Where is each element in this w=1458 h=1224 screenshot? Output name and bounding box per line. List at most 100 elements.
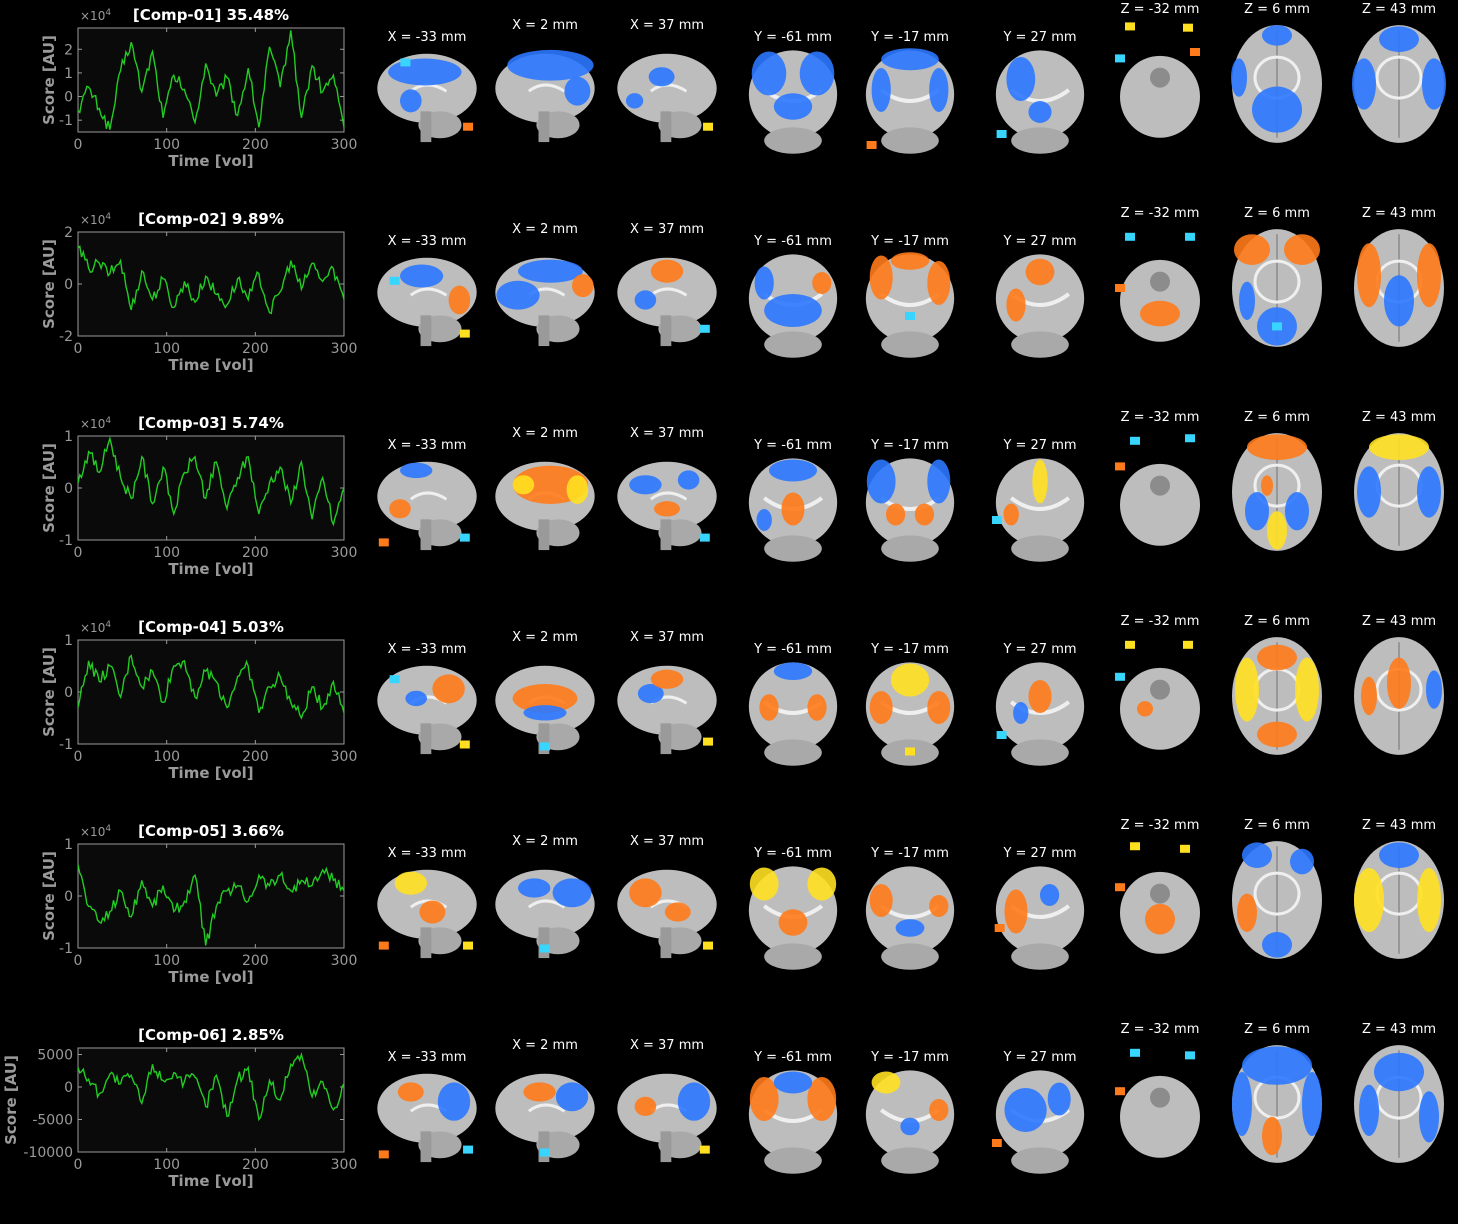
- negative-activation: [1384, 275, 1414, 327]
- negative-activation: [699, 533, 710, 542]
- brain-slice-1: X = -33 mm: [372, 1020, 482, 1224]
- slice-coordinate-label: X = 2 mm: [512, 426, 578, 441]
- cerebellum: [1011, 127, 1069, 154]
- negative-activation: [1047, 1082, 1071, 1116]
- x-tick-label: 0: [74, 953, 83, 969]
- brainstem: [538, 927, 550, 959]
- negative-activation: [1417, 466, 1441, 518]
- brain-slice-6: Y = 27 mm: [985, 408, 1095, 612]
- scale-factor: ×104: [80, 824, 111, 839]
- brain-image: [377, 1073, 477, 1163]
- brain-image: [617, 869, 717, 959]
- white-matter: [649, 287, 688, 297]
- negative-activation: [540, 944, 550, 953]
- brain-slice-4: Y = -61 mm: [738, 204, 848, 408]
- negative-activation: [866, 459, 896, 504]
- positive-activation: [629, 878, 662, 908]
- negative-activation: [1185, 232, 1195, 241]
- negative-activation: [405, 690, 427, 707]
- negative-activation: [555, 1082, 589, 1112]
- brain-image: [1232, 1045, 1322, 1163]
- brain-image: [1115, 232, 1200, 342]
- brain-slice-7: Z = -32 mm: [1105, 204, 1215, 408]
- brain-slice-3: X = 37 mm: [612, 612, 722, 816]
- chart-title: [Comp-01] 35.48%: [133, 6, 289, 24]
- slice-coordinate-label: X = 2 mm: [512, 1038, 578, 1053]
- positive-activation: [749, 1077, 779, 1121]
- y-axis-label: Score [AU]: [40, 35, 58, 125]
- slice-coordinate-label: Z = 43 mm: [1361, 818, 1437, 833]
- timeseries-line: [77, 245, 345, 315]
- positive-activation: [1284, 234, 1320, 265]
- brain-slice-7: Z = -32 mm: [1105, 408, 1215, 612]
- white-matter: [409, 287, 448, 297]
- white-matter: [1009, 496, 1071, 511]
- negative-activation: [1130, 1048, 1140, 1057]
- brain-slice-9: Z = 43 mm: [1344, 612, 1454, 816]
- negative-activation: [1426, 670, 1442, 709]
- brain-image: [1354, 433, 1444, 551]
- positive-activation: [927, 691, 951, 724]
- negative-activation: [992, 516, 1002, 524]
- brain-outline: [1120, 463, 1200, 546]
- brain-image: [617, 665, 717, 755]
- negative-activation: [400, 58, 411, 67]
- negative-activation: [629, 475, 662, 495]
- slice-coordinate-label: Y = 27 mm: [1003, 234, 1077, 249]
- positive-activation: [463, 941, 474, 950]
- brain-image: [1354, 1045, 1444, 1163]
- x-tick-label: 100: [153, 1157, 180, 1173]
- white-matter: [1253, 259, 1301, 304]
- slice-coordinate-label: X = -33 mm: [387, 642, 467, 657]
- positive-activation: [448, 285, 471, 315]
- positive-activation: [394, 871, 427, 895]
- slice-coordinate-label: Z = -32 mm: [1120, 206, 1200, 221]
- cerebellum: [1011, 739, 1069, 766]
- brain-image: [617, 461, 717, 551]
- slice-coordinate-label: X = 37 mm: [629, 18, 705, 33]
- negative-activation: [1285, 492, 1309, 531]
- cerebellum: [1011, 331, 1069, 358]
- brain-slice-5: Y = -17 mm: [855, 204, 965, 408]
- positive-activation: [572, 274, 594, 298]
- positive-activation: [994, 924, 1005, 932]
- brain-image: [865, 866, 955, 970]
- positive-activation: [781, 492, 805, 526]
- brain-outline: [617, 257, 717, 327]
- brain-outline: [748, 662, 838, 751]
- negative-activation: [756, 509, 772, 531]
- y-tick-label: 0: [64, 90, 73, 106]
- negative-activation: [1379, 26, 1419, 52]
- brain-image: [495, 869, 595, 959]
- plot-area: [77, 435, 345, 541]
- positive-activation: [905, 747, 915, 756]
- brain-image: [992, 458, 1085, 562]
- negative-activation: [1231, 58, 1247, 97]
- cerebellum: [1011, 1147, 1069, 1174]
- y-tick-label: -1: [59, 533, 73, 549]
- slice-coordinate-label: X = 2 mm: [512, 630, 578, 645]
- negative-activation: [389, 276, 400, 285]
- scale-factor: ×104: [80, 416, 111, 431]
- brain-slice-8: Z = 6 mm: [1222, 408, 1332, 612]
- cerebellum: [881, 943, 939, 970]
- positive-activation: [807, 867, 837, 901]
- positive-activation: [634, 1096, 657, 1116]
- positive-activation: [378, 1150, 389, 1159]
- positive-activation: [523, 1082, 556, 1102]
- x-tick-label: 300: [331, 749, 358, 765]
- brain-image: [495, 49, 595, 143]
- brain-slice-6: Y = 27 mm: [985, 204, 1095, 408]
- brain-slice-8: Z = 6 mm: [1222, 204, 1332, 408]
- brain-image: [617, 53, 717, 143]
- brain-image: [377, 257, 477, 347]
- slice-coordinate-label: Z = -32 mm: [1120, 818, 1200, 833]
- slice-coordinate-label: Z = 6 mm: [1244, 1022, 1310, 1037]
- negative-activation: [625, 93, 644, 109]
